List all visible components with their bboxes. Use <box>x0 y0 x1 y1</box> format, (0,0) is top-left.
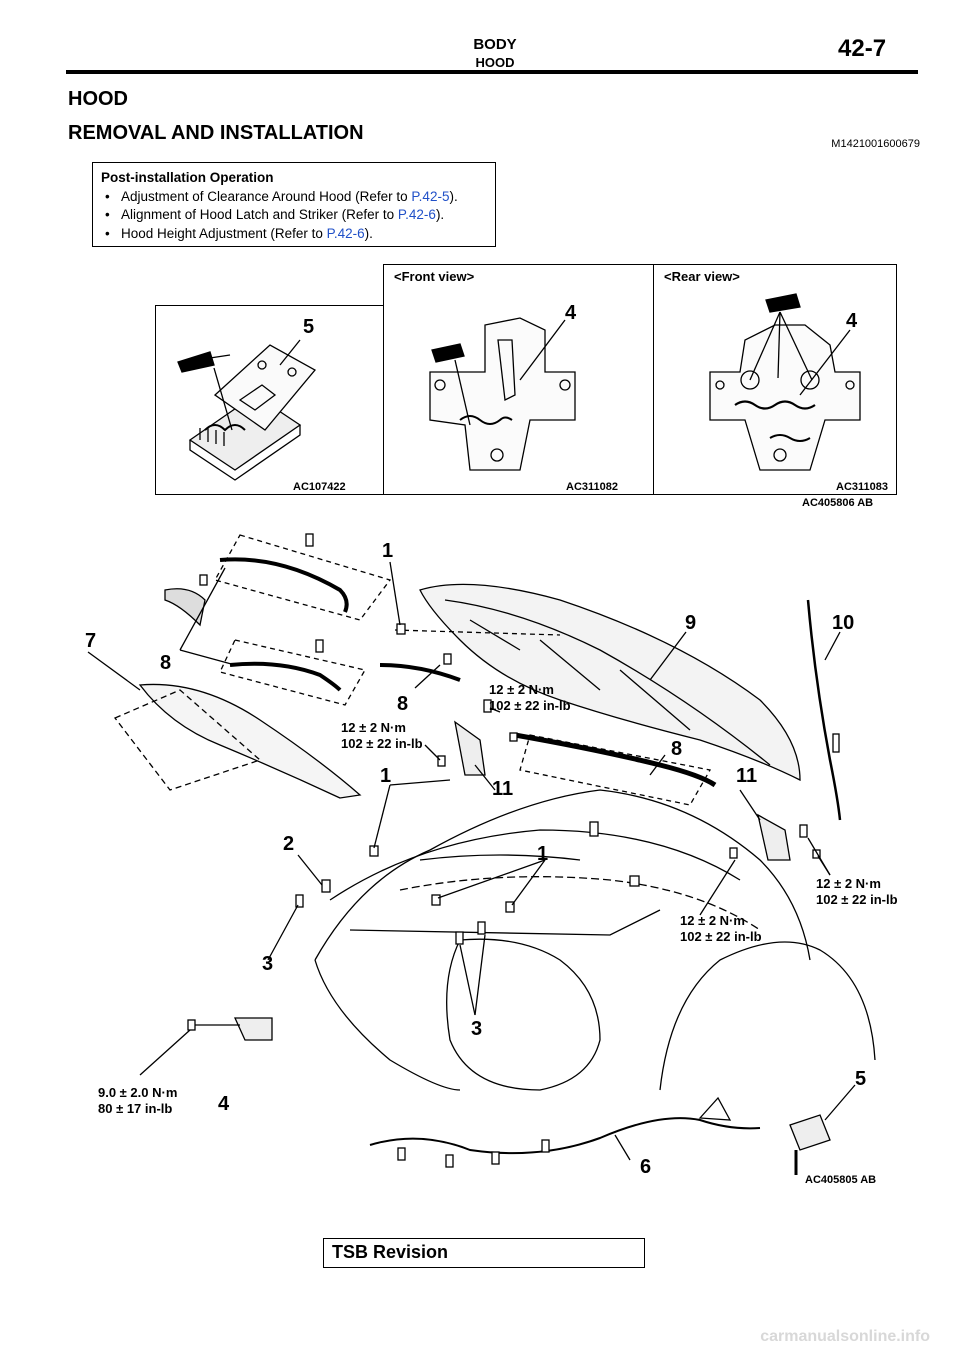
rear-latch-drawing <box>709 293 861 471</box>
section-code: M1421001600679 <box>831 138 920 150</box>
callout-8: 8 <box>671 738 683 760</box>
callout-1: 1 <box>380 765 392 787</box>
rear-view-panel <box>653 264 897 495</box>
page-number: 42-7 <box>838 35 887 62</box>
callout-8: 8 <box>160 652 172 674</box>
reference-link[interactable]: P.42-6 <box>397 207 436 222</box>
post-installation-box: Post-installation Operation Adjustment o… <box>92 162 496 247</box>
section-title: HOOD <box>68 88 128 110</box>
callout-5-top: 5 <box>303 316 315 338</box>
front-latch-drawing <box>429 317 576 471</box>
section-subtitle: REMOVAL AND INSTALLATION <box>68 122 364 144</box>
callout-4: 4 <box>218 1093 230 1115</box>
callout-4-front: 4 <box>565 302 577 324</box>
tsb-revision-box: TSB Revision <box>323 1238 645 1268</box>
callout-4-rear: 4 <box>846 310 858 332</box>
callout-2: 2 <box>283 833 295 855</box>
callout-1: 1 <box>382 540 394 562</box>
rear-view-label: <Rear view> <box>664 269 740 284</box>
header-subtitle: HOOD <box>475 55 515 70</box>
figure-code: AC311082 <box>566 481 618 493</box>
post-installation-title: Post-installation Operation <box>101 170 274 185</box>
figure-code: AC311083 <box>836 481 888 493</box>
callout-3: 3 <box>471 1018 483 1040</box>
reference-link[interactable]: P.42-5 <box>411 188 450 204</box>
post-item: Hood Height Adjustment (Refer to P.42-6)… <box>101 225 487 244</box>
post-item: Adjustment of Clearance Around Hood (Ref… <box>101 188 487 207</box>
header-rule <box>66 70 918 74</box>
callout-11: 11 <box>492 778 514 800</box>
callout-3: 3 <box>262 953 274 975</box>
callout-7: 7 <box>85 630 97 652</box>
callout-11: 11 <box>736 765 758 787</box>
callout-8: 8 <box>397 693 409 715</box>
figure-code: AC107422 <box>293 481 346 493</box>
callout-5: 5 <box>855 1068 867 1090</box>
callout-9: 9 <box>685 612 697 634</box>
front-view-label: <Front view> <box>394 269 475 284</box>
figure-code: AC405806 AB <box>802 497 874 509</box>
post-item: Alignment of Hood Latch and Striker (Ref… <box>101 206 487 225</box>
callout-1: 1 <box>537 843 549 865</box>
callout-10: 10 <box>832 612 855 634</box>
callout-6: 6 <box>640 1156 652 1178</box>
reference-link[interactable]: P.42-6 <box>326 225 365 241</box>
hood-exploded-view <box>87 533 876 1175</box>
figure-code: AC405805 AB <box>805 1174 877 1186</box>
header-title: BODY <box>473 36 517 53</box>
watermark: carmanualsonline.info <box>760 1328 930 1345</box>
hood-lock-drawing <box>177 339 317 481</box>
